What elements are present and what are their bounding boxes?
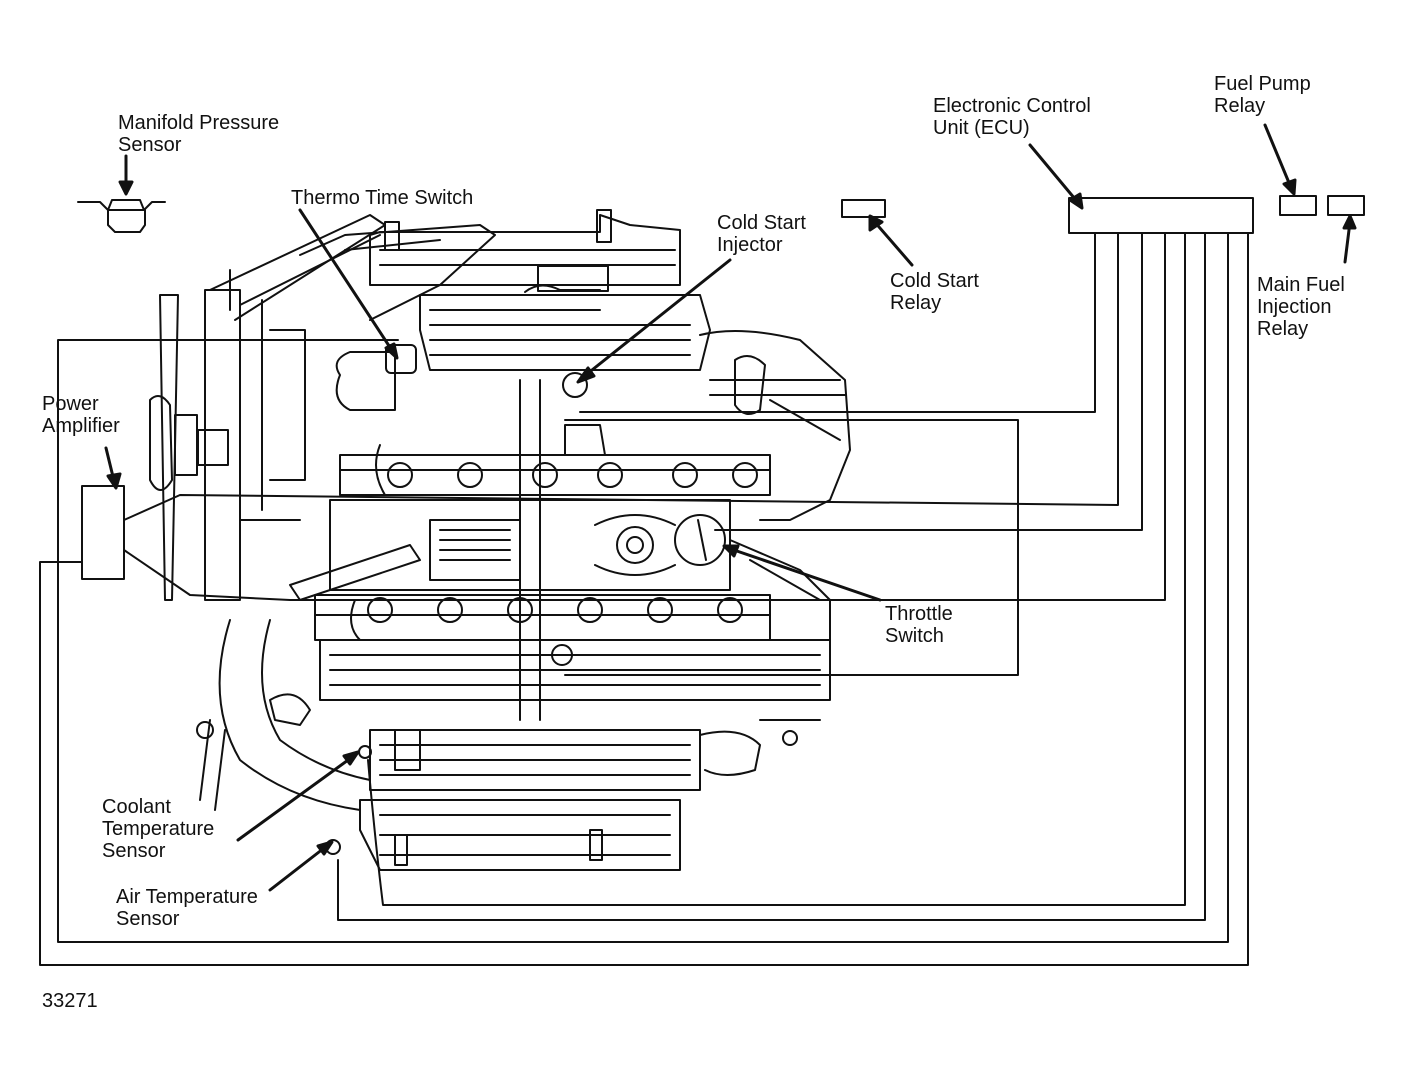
leader-arrows xyxy=(104,123,1357,892)
label-line: Main Fuel xyxy=(1257,274,1345,296)
label-line: Sensor xyxy=(118,134,182,156)
label-line: Unit (ECU) xyxy=(933,117,1030,139)
label-line: Switch xyxy=(885,625,944,647)
label-line: Cold Start xyxy=(890,270,979,292)
label-line: Cold Start xyxy=(717,212,806,234)
label-line: Amplifier xyxy=(42,415,120,437)
label-line: Sensor xyxy=(102,840,166,862)
fuel-pump-relay-box xyxy=(1279,195,1317,216)
label-line: Temperature xyxy=(102,818,215,840)
ecu-box xyxy=(1068,197,1254,234)
ecu-label: Electronic Control Unit (ECU) xyxy=(933,95,1091,139)
manifold-pressure-sensor-symbol xyxy=(77,199,166,233)
component-boxes xyxy=(77,195,1365,580)
label-line: Power xyxy=(42,393,99,415)
cold-start-injector-label: Cold Start Injector xyxy=(717,212,806,256)
label-line: Injection xyxy=(1257,296,1332,318)
power-amplifier-label: Power Amplifier xyxy=(42,393,120,437)
engine-illustration xyxy=(149,209,851,871)
wiring-harness xyxy=(39,232,1249,966)
cold-start-relay-box xyxy=(841,199,886,218)
label-line: Injector xyxy=(717,234,783,256)
main-fuel-injection-relay-box xyxy=(1327,195,1365,216)
coolant-temperature-sensor-label: Coolant Temperature Sensor xyxy=(102,796,214,862)
label-line: Manifold Pressure xyxy=(118,112,280,134)
throttle-switch-label: Throttle Switch xyxy=(885,603,953,647)
label-line: Air Temperature xyxy=(116,886,258,908)
manifold-pressure-sensor-label: Manifold Pressure Sensor xyxy=(118,112,279,156)
air-temperature-sensor-label: Air Temperature Sensor xyxy=(116,886,258,930)
label-line: Relay xyxy=(1257,318,1309,340)
fuel-pump-relay-label: Fuel Pump Relay xyxy=(1214,73,1311,117)
main-fuel-injection-relay-label: Main Fuel Injection Relay xyxy=(1257,274,1345,340)
label-line: Relay xyxy=(890,292,942,314)
thermo-time-switch-label: Thermo Time Switch xyxy=(291,187,473,209)
figure-number: 33271 xyxy=(42,990,98,1012)
label-line: Sensor xyxy=(116,908,180,930)
label-line: Fuel Pump xyxy=(1214,73,1311,95)
power-amplifier-box xyxy=(81,485,125,580)
label-line: Coolant xyxy=(102,796,171,818)
label-line: Relay xyxy=(1214,95,1266,117)
label-line: Thermo Time Switch xyxy=(291,187,474,209)
label-line: Throttle xyxy=(885,603,953,625)
label-line: Electronic Control xyxy=(933,95,1091,117)
cold-start-relay-label: Cold Start Relay xyxy=(890,270,979,314)
